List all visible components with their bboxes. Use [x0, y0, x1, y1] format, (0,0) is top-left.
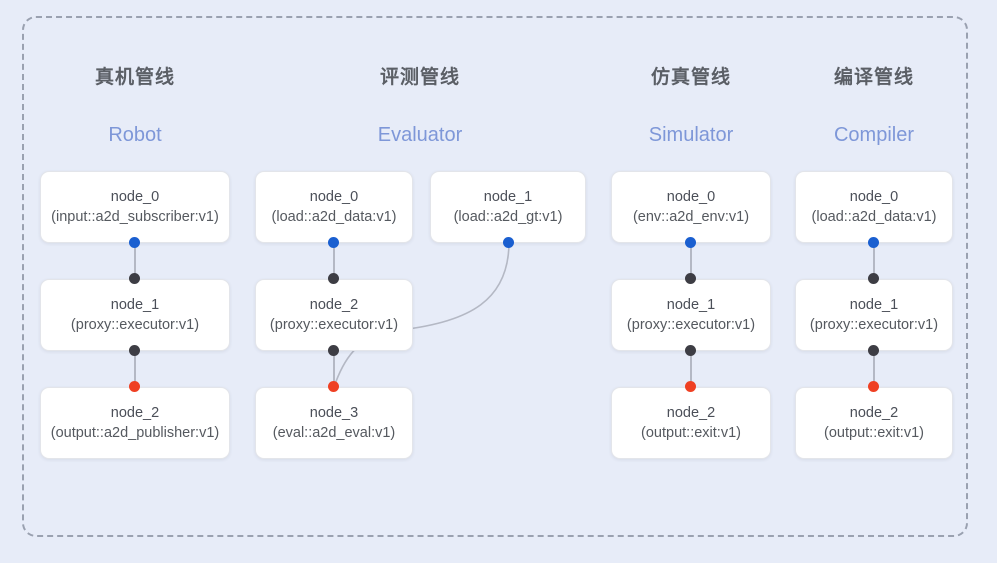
- node-label: node_2: [666, 404, 716, 421]
- port-output-robot-1[interactable]: [129, 345, 140, 356]
- node-evaluator-gt[interactable]: node_1 (load::a2d_gt:v1): [430, 171, 586, 243]
- column-subtitle-evaluator: Evaluator: [377, 124, 463, 146]
- port-input-compiler-1[interactable]: [868, 273, 879, 284]
- link-compiler-1-2: [873, 350, 875, 387]
- link-robot-0-1: [134, 242, 136, 278]
- node-compiler-1[interactable]: node_1 (proxy::executor:v1): [795, 279, 953, 351]
- node-id: (load::a2d_data:v1): [811, 208, 937, 225]
- node-id: (proxy::executor:v1): [70, 316, 200, 333]
- node-id: (load::a2d_gt:v1): [453, 208, 563, 225]
- node-label: node_1: [666, 296, 716, 313]
- node-robot-1[interactable]: node_1 (proxy::executor:v1): [40, 279, 230, 351]
- column-subtitle-simulator: Simulator: [648, 124, 734, 146]
- node-label: node_2: [849, 404, 899, 421]
- port-input-simulator-1[interactable]: [685, 273, 696, 284]
- node-id: (eval::a2d_eval:v1): [272, 424, 396, 441]
- node-label: node_0: [309, 188, 359, 205]
- link-robot-1-2: [134, 350, 136, 387]
- column-title-robot: 真机管线: [94, 67, 175, 88]
- column-subtitle-robot: Robot: [108, 124, 162, 146]
- port-output-evaluator-gt[interactable]: [503, 237, 514, 248]
- node-label: node_1: [849, 296, 899, 313]
- node-id: (proxy::executor:v1): [626, 316, 756, 333]
- port-output-evaluator-2[interactable]: [328, 345, 339, 356]
- node-label: node_3: [309, 404, 359, 421]
- node-evaluator-3[interactable]: node_3 (eval::a2d_eval:v1): [255, 387, 413, 459]
- link-simulator-0-1: [690, 242, 692, 278]
- column-subtitle-compiler: Compiler: [833, 124, 915, 146]
- node-id: (output::a2d_publisher:v1): [50, 424, 220, 441]
- column-title-simulator: 仿真管线: [650, 67, 731, 88]
- node-id: (load::a2d_data:v1): [271, 208, 397, 225]
- port-input-robot-2[interactable]: [129, 381, 140, 392]
- port-output-compiler-1[interactable]: [868, 345, 879, 356]
- node-compiler-2[interactable]: node_2 (output::exit:v1): [795, 387, 953, 459]
- node-simulator-1[interactable]: node_1 (proxy::executor:v1): [611, 279, 771, 351]
- node-id: (env::a2d_env:v1): [632, 208, 750, 225]
- node-label: node_0: [849, 188, 899, 205]
- node-id: (output::exit:v1): [824, 424, 924, 441]
- dashed-container-frame: [22, 16, 968, 537]
- port-input-evaluator-2[interactable]: [328, 273, 339, 284]
- port-input-robot-1[interactable]: [129, 273, 140, 284]
- port-output-simulator-0[interactable]: [685, 237, 696, 248]
- node-label: node_0: [666, 188, 716, 205]
- node-evaluator-2[interactable]: node_2 (proxy::executor:v1): [255, 279, 413, 351]
- port-input-compiler-2[interactable]: [868, 381, 879, 392]
- node-label: node_2: [110, 404, 160, 421]
- node-label: node_0: [110, 188, 160, 205]
- node-id: (proxy::executor:v1): [269, 316, 399, 333]
- node-id: (proxy::executor:v1): [809, 316, 939, 333]
- port-output-evaluator-0[interactable]: [328, 237, 339, 248]
- port-input-evaluator-3[interactable]: [328, 381, 339, 392]
- port-output-compiler-0[interactable]: [868, 237, 879, 248]
- node-label: node_1: [483, 188, 533, 205]
- port-output-simulator-1[interactable]: [685, 345, 696, 356]
- node-simulator-2[interactable]: node_2 (output::exit:v1): [611, 387, 771, 459]
- column-title-compiler: 编译管线: [833, 67, 914, 88]
- node-robot-0[interactable]: node_0 (input::a2d_subscriber:v1): [40, 171, 230, 243]
- node-simulator-0[interactable]: node_0 (env::a2d_env:v1): [611, 171, 771, 243]
- node-label: node_2: [309, 296, 359, 313]
- port-input-simulator-2[interactable]: [685, 381, 696, 392]
- node-compiler-0[interactable]: node_0 (load::a2d_data:v1): [795, 171, 953, 243]
- link-compiler-0-1: [873, 242, 875, 278]
- port-output-robot-0[interactable]: [129, 237, 140, 248]
- node-id: (input::a2d_subscriber:v1): [51, 208, 219, 225]
- node-label: node_1: [110, 296, 160, 313]
- node-robot-2[interactable]: node_2 (output::a2d_publisher:v1): [40, 387, 230, 459]
- node-evaluator-0[interactable]: node_0 (load::a2d_data:v1): [255, 171, 413, 243]
- node-id: (output::exit:v1): [641, 424, 741, 441]
- link-simulator-1-2: [690, 350, 692, 387]
- column-title-evaluator: 评测管线: [379, 67, 460, 88]
